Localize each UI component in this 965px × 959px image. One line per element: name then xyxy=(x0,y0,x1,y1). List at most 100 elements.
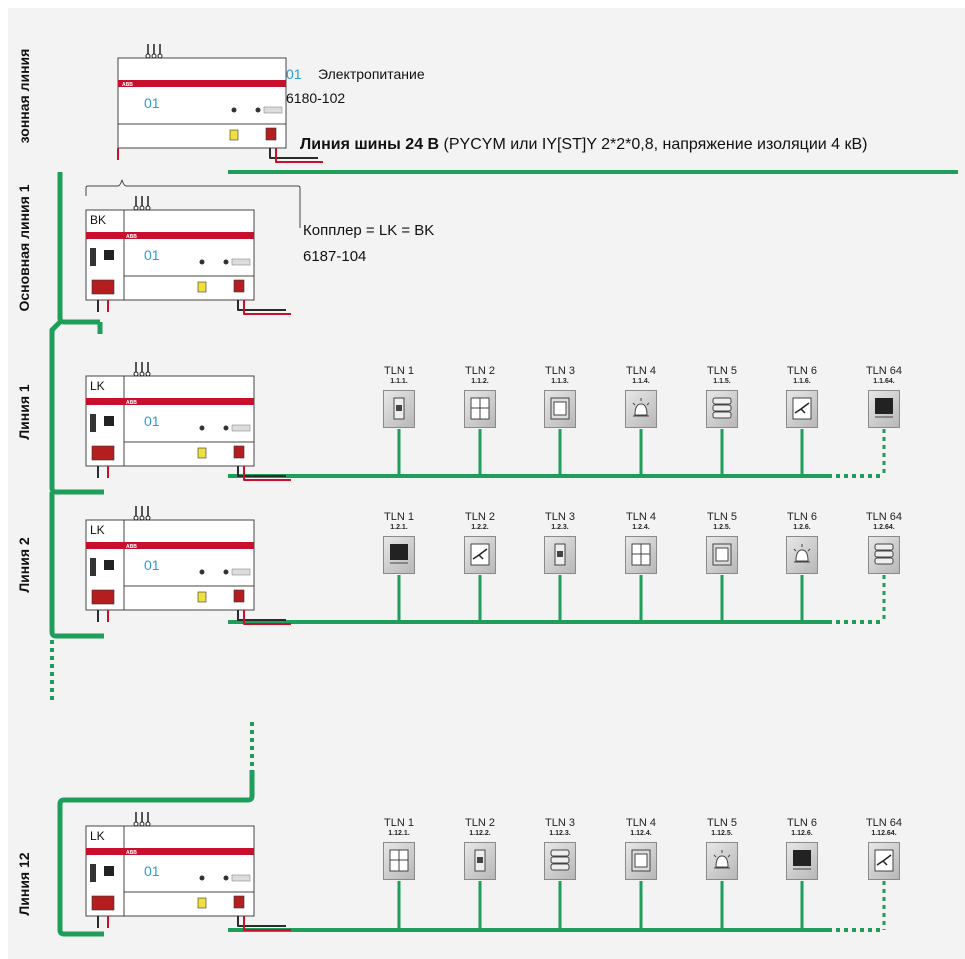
device-line12-5-address: 1.12.5. xyxy=(711,830,733,837)
device-line2-3-device xyxy=(544,536,576,574)
coupler-bk-module-coupler-terminals xyxy=(91,279,115,295)
coupler-bracket xyxy=(85,179,301,228)
power-supply-module-number: 01 xyxy=(144,95,160,111)
line12-coupler-module-terminal-yellow xyxy=(197,897,207,909)
line12-coupler-module-tag-text: LK xyxy=(90,829,105,843)
device-line2-1-address: 1.2.1. xyxy=(390,524,408,531)
power-supply-module-wire-right-1 xyxy=(269,148,318,159)
device-line12-5-title: TLN 5 xyxy=(707,817,737,829)
coupler-bk-module-coupler-button xyxy=(104,250,114,260)
device-line12-1-title: TLN 1 xyxy=(384,817,414,829)
line12-coupler-module-arrow-dot-2 xyxy=(145,821,151,827)
stacked-module-icon xyxy=(873,541,895,569)
line2-coupler-module-coupler-button xyxy=(104,560,114,570)
motion-sensor-icon xyxy=(469,541,491,569)
device-line1-3-address: 1.1.3. xyxy=(551,378,569,385)
line12-coupler-module-coupler-terminals xyxy=(91,895,115,911)
alarm-light-icon xyxy=(630,395,652,423)
power-supply-name: Электропитание xyxy=(318,66,425,82)
device-line1-6-title: TLN 6 xyxy=(787,365,817,377)
coupler-bk-module-wire-right-1 xyxy=(237,300,286,311)
coupler-bk-module-red-strip xyxy=(86,232,254,239)
line12-coupler-module-wire-right-1 xyxy=(237,916,286,927)
coupler-bk-module-slot xyxy=(231,258,251,266)
blind-icon xyxy=(873,395,895,423)
line12-backbone xyxy=(57,770,255,937)
power-supply-module-arrow-dot-2 xyxy=(157,53,163,59)
device-line1-7-device xyxy=(868,390,900,428)
bus-line-title: Линия шины 24 В xyxy=(300,136,440,153)
device-line12-4-device xyxy=(625,842,657,880)
coupler-label: Копплер = LK = BK xyxy=(303,222,435,239)
device-line1-2-title: TLN 2 xyxy=(465,365,495,377)
device-line2-2-address: 1.2.2. xyxy=(471,524,489,531)
line2-coupler-module-wire-right-1 xyxy=(237,610,286,621)
power-supply-module-abb-logo: ABB xyxy=(122,82,133,88)
line12-coupler-module-led-on xyxy=(199,875,205,881)
device-line1-7-title: TLN 64 xyxy=(865,365,903,377)
device-line2-4-title: TLN 4 xyxy=(626,511,656,523)
line2-coupler-module-wire-right-2 xyxy=(243,610,291,625)
device-line12-7-address: 1.12.64. xyxy=(871,830,897,837)
power-supply-number: 01 xyxy=(286,66,302,82)
device-line2-4-device xyxy=(625,536,657,574)
power-supply-module-led-two xyxy=(255,107,261,113)
power-supply-module-wire-right-2 xyxy=(275,148,323,163)
breaker-icon xyxy=(549,541,571,569)
line1-coupler-module-terminal-red xyxy=(233,445,245,459)
device-line1-6-device xyxy=(786,390,818,428)
rocker-switch-icon xyxy=(549,395,571,423)
line12-coupler-module-arrow-dot-1 xyxy=(139,821,145,827)
line1-coupler-module-coupler-terminals xyxy=(91,445,115,461)
rocker-switch-icon xyxy=(630,847,652,875)
rocker-switch-icon xyxy=(711,541,733,569)
line1-coupler-module-slot xyxy=(231,424,251,432)
line1-coupler-module-led-on xyxy=(199,425,205,431)
device-line2-1-title: TLN 1 xyxy=(384,511,414,523)
device-line2-3-title: TLN 3 xyxy=(545,511,575,523)
coupler-bk-module-coupler-led-strip xyxy=(90,248,96,266)
device-line1-7-address: 1.1.64. xyxy=(873,378,895,385)
device-line1-5-address: 1.1.5. xyxy=(713,378,731,385)
line1-coupler-module-number: 01 xyxy=(144,413,160,429)
line1-coupler-module-coupler-button xyxy=(104,416,114,426)
line1-coupler-module-wire-right-2 xyxy=(243,466,291,481)
line1-coupler-module-red-strip xyxy=(86,398,254,405)
device-line12-1-device xyxy=(383,842,415,880)
line2-coupler-module-arrow-dot-2 xyxy=(145,515,151,521)
coupler-code: 6187-104 xyxy=(303,248,367,265)
device-line2-2-device xyxy=(464,536,496,574)
line12-coupler-module-terminal-red xyxy=(233,895,245,909)
switch-panel-icon xyxy=(630,541,652,569)
coupler-bk-module-terminal-red xyxy=(233,279,245,293)
power-supply-module-slot xyxy=(263,106,283,114)
device-line1-2-device xyxy=(464,390,496,428)
line2-coupler-module-number: 01 xyxy=(144,557,160,573)
stacked-module-icon xyxy=(549,847,571,875)
device-line2-6-address: 1.2.6. xyxy=(793,524,811,531)
line1-coupler-module-tag-text: LK xyxy=(90,379,105,393)
device-line12-4-title: TLN 4 xyxy=(626,817,656,829)
device-line12-7-device xyxy=(868,842,900,880)
line1-coupler-module-terminal-yellow xyxy=(197,447,207,459)
device-line1-1-device xyxy=(383,390,415,428)
line1-coupler-module-coupler-led-strip xyxy=(90,414,96,432)
power-supply-module-arrow-dot-1 xyxy=(151,53,157,59)
alarm-light-icon xyxy=(711,847,733,875)
device-line12-1-address: 1.12.1. xyxy=(388,830,410,837)
bus-line-caption: Линия шины 24 В (PYCYM или IY[ST]Y 2*2*0… xyxy=(300,136,868,154)
coupler-bk-module-arrow-dot-1 xyxy=(139,205,145,211)
coupler-bk-module-tag-text: BK xyxy=(90,213,106,227)
line2-coupler-module-abb-logo: ABB xyxy=(126,544,137,550)
device-line1-5-title: TLN 5 xyxy=(707,365,737,377)
device-line1-4-device xyxy=(625,390,657,428)
device-line2-6-title: TLN 6 xyxy=(787,511,817,523)
device-line12-6-address: 1.12.6. xyxy=(791,830,813,837)
stacked-module-icon xyxy=(711,395,733,423)
device-line1-4-title: TLN 4 xyxy=(626,365,656,377)
device-line1-4-address: 1.1.4. xyxy=(632,378,650,385)
device-line2-2-title: TLN 2 xyxy=(465,511,495,523)
line2-coupler-module-arrow-dot-0 xyxy=(133,515,139,521)
line1-coupler-module-abb-logo: ABB xyxy=(126,400,137,406)
